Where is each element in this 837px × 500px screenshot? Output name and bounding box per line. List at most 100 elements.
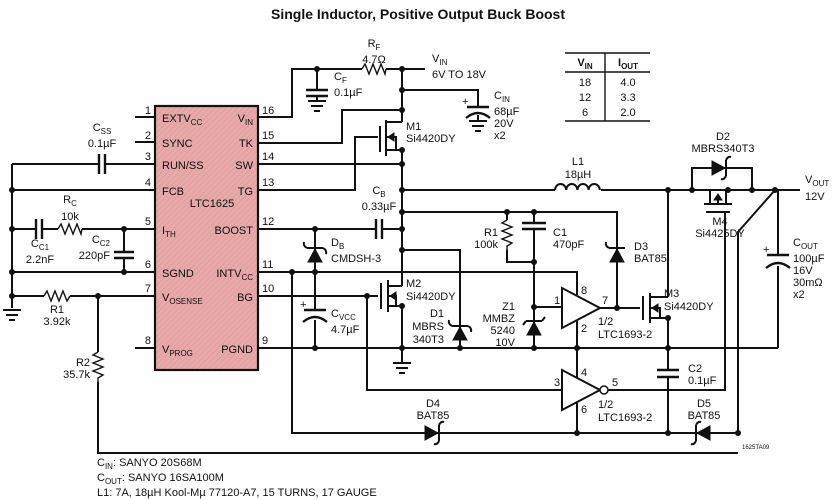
value-css: 0.1µF [88, 138, 117, 150]
polarity-plus: + [300, 299, 306, 311]
part-db: CMDSH-3 [331, 253, 381, 265]
pin-number: 16 [262, 105, 274, 117]
label-r2: R2 [76, 357, 90, 369]
u1-part: LTC1693-2 [598, 329, 652, 341]
label-r1-3k92: R1 [50, 304, 64, 316]
resistor-rf [361, 62, 387, 77]
part-d2: MBRS340T3 [692, 143, 755, 155]
mosfet-m1 [379, 120, 402, 156]
label-m4: M4 [712, 216, 727, 228]
label-cin: CIN [494, 90, 510, 104]
pin-label-intvcc: INTVCC [216, 268, 253, 282]
pin-label-ith: ITH [162, 225, 176, 239]
diode-d2 [711, 155, 732, 181]
value-r1-3k92: 3.92k [44, 316, 71, 328]
part-d5: BAT85 [688, 410, 721, 422]
pin-label-tg: TG [238, 186, 253, 198]
part-m4: Si4425DY [695, 228, 745, 240]
note-l1: L1: 7A, 18µH Kool-Mµ 77120-A7, 15 TURNS,… [97, 487, 377, 499]
mosfet-m3 [642, 293, 668, 323]
capacitor-cin: + [462, 96, 491, 119]
value-rf: 4.7Ω [362, 54, 386, 66]
mosfet-m2 [380, 280, 402, 312]
pin-number: 11 [262, 259, 273, 271]
pin-label-sw: SW [235, 160, 253, 172]
capacitor-cf [306, 88, 328, 98]
label-cc2: CC2 [92, 234, 111, 248]
pin-label-runss: RUN/SS [162, 160, 204, 172]
label-d1: D1 [430, 308, 444, 320]
label-r1-100k: R1 [484, 227, 498, 239]
pin-number: 1 [145, 105, 151, 117]
label-d4: D4 [426, 398, 440, 410]
value-cc2: 220pF [79, 250, 110, 262]
part2-z1: 5240 [491, 325, 515, 337]
ground-icon [469, 120, 487, 132]
ic-name: LTC1625 [190, 198, 234, 210]
part-m2: Si4420DY [406, 291, 456, 303]
value-z1: 10V [495, 337, 515, 349]
inductor-l1 [554, 183, 601, 191]
label-d3: D3 [634, 241, 648, 253]
pin-label-pgnd: PGND [221, 344, 253, 356]
pin-label-sync: SYNC [162, 138, 193, 150]
label-vout: VOUT [805, 174, 829, 188]
label-css: CSS [93, 122, 112, 136]
resistor-r1-100k [500, 219, 514, 250]
pin-number: 12 [262, 216, 274, 228]
polarity-plus: + [763, 244, 769, 256]
capacitor-cout: + [763, 244, 791, 269]
capacitor-css [97, 154, 107, 174]
junction-dots [9, 66, 778, 436]
pin-number: 7 [145, 283, 151, 295]
pin-label-vprog: VPROG [162, 344, 193, 358]
label-l1: L1 [572, 156, 584, 168]
vin-iout-table: VIN IOUT 18 4.0 12 3.3 6 2.0 [565, 52, 650, 122]
label-d2: D2 [716, 131, 730, 143]
label-db: DB [331, 237, 344, 251]
label-d5: D5 [697, 398, 711, 410]
label-cf: CF [334, 71, 347, 85]
diode-d5 [690, 420, 711, 446]
u2-half: 1/2 [598, 399, 613, 411]
pin-label-boost: BOOST [214, 225, 253, 237]
mosfet-m4 [704, 190, 732, 213]
value-cvcc: 4.7µF [331, 324, 360, 336]
pin-number: 3 [145, 151, 151, 163]
qty-cin: x2 [494, 130, 506, 142]
capacitor-cb [374, 219, 384, 239]
component-labels: RF 4.7Ω CF 0.1µF VIN 6V TO 18V CIN 68µF … [26, 38, 829, 424]
value-rc: 10k [61, 211, 79, 223]
value-c2: 0.1µF [688, 375, 717, 387]
note-cout: COUT: SANYO 16SA100M [97, 472, 224, 486]
pin-label-vosense: VOSENSE [162, 292, 203, 306]
notes: CIN: SANYO 20S68M COUT: SANYO 16SA100M L… [97, 457, 377, 499]
label-m3: M3 [664, 288, 679, 300]
pin-label-vin: VIN [238, 113, 254, 127]
comparator-u1 [561, 286, 603, 330]
part1-d1: MBRS [412, 321, 444, 333]
part2-d1: 340T3 [413, 334, 444, 346]
value-c1: 470pF [553, 239, 584, 251]
pin-number: 8 [145, 335, 151, 347]
pin-label-bg: BG [237, 292, 253, 304]
resistor-r1-3k92 [43, 289, 71, 303]
part-m3: Si4420DY [664, 301, 714, 313]
table-cell: 4.0 [620, 77, 635, 89]
diode-d4 [424, 420, 445, 446]
capacitor-c2 [657, 368, 679, 379]
pin-label-extvcc: EXTVCC [162, 113, 203, 127]
label-cout: COUT [793, 237, 818, 251]
label-cb: CB [372, 185, 385, 199]
value-cf: 0.1µF [334, 87, 363, 99]
value-vout: 12V [805, 191, 825, 203]
diode-db [302, 241, 328, 263]
u1-pin-7: 7 [602, 295, 608, 307]
ground-icon [308, 100, 326, 112]
part-d4: BAT85 [417, 410, 450, 422]
pin-number: 5 [145, 216, 151, 228]
label-c2: C2 [688, 363, 702, 375]
value-cc1: 2.2nF [26, 254, 54, 266]
value-cin: 68µF [494, 106, 520, 118]
